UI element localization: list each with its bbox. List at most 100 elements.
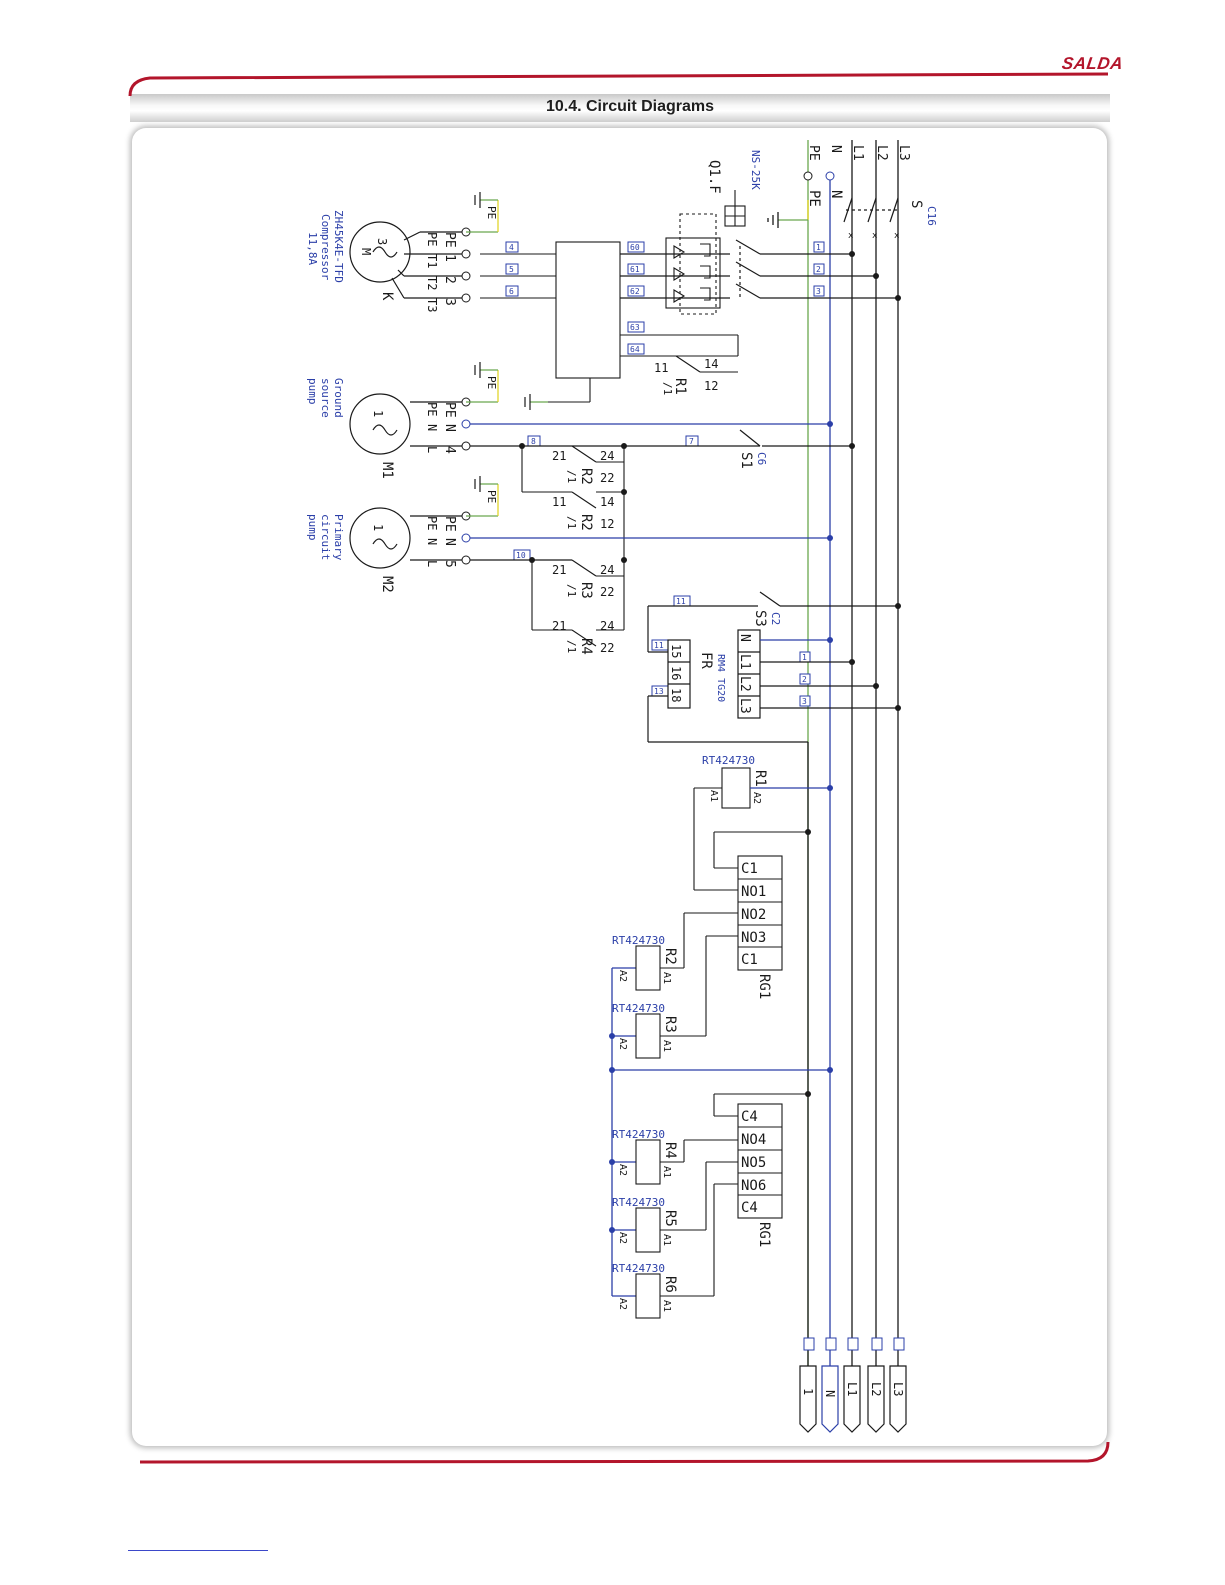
section-header-band [130,94,1110,122]
wire-11a: 11 [676,597,686,606]
r4-a1: A1 [661,1166,672,1178]
m1-n: N [442,424,457,432]
m1-earth-label: PE [485,376,498,389]
r2b-name: R2 [578,514,594,531]
rg1-bottom-no6: NO6 [741,1178,766,1194]
wire-4: 4 [509,243,514,252]
r1-a2: A2 [751,792,762,804]
r4-name: R4 [662,1142,678,1159]
wire-13: 13 [654,687,664,696]
compressor-current: 11,8A [306,232,319,265]
r4-contact-name: R4 [578,638,594,655]
m1-ref: M1 [379,462,395,479]
s3-rating: C2 [769,612,782,625]
supply-labels: PE N L1 L2 L3 [806,145,911,161]
compressor-earth-label: PE [485,206,498,219]
n-terminal [825,171,835,181]
breaker-s-rating: C16 [925,206,938,226]
compressor-term-t3: T3 [425,298,439,312]
m1-term-pe: PE [425,402,439,416]
m2-pe: PE [442,516,457,532]
m1-term-l: L [425,446,439,453]
s3-name: S3 [752,610,768,627]
supply-n-label: N [828,145,843,153]
output-l1: L1 [845,1382,859,1396]
m1-desc-2: source [319,378,332,418]
m2-n: N [442,538,457,546]
q1f-name: Q1.F [706,160,722,194]
compressor-num-3: 3 [442,298,457,306]
r2b-c12: 12 [600,517,614,531]
r4-model: RT424730 [612,1128,665,1141]
compressor-num-2: 2 [442,276,457,284]
rg1-top-no3: NO3 [741,930,766,946]
rg1-bottom [660,1093,808,1297]
r1-coil [693,767,808,891]
r3-c22: 22 [600,585,614,599]
rg1-bottom-c4a: C4 [741,1109,758,1125]
fr-c18: 18 [669,688,683,702]
bus-lines [807,140,899,1380]
rg1-top-no1: NO1 [741,884,766,900]
main-breaker-s: x x x [843,197,900,241]
r4-a2: A2 [617,1164,628,1176]
r2b-c11: 11 [552,495,566,509]
r6-a1: A1 [661,1300,672,1312]
r2-a1: A1 [661,972,672,984]
fr-c16: 16 [669,666,683,680]
r3-a2: A2 [617,1038,628,1050]
supply-l1-label: L1 [850,145,865,161]
compressor-earth [466,192,499,233]
r1-a1: A1 [708,790,719,802]
r5-model: RT424730 [612,1196,665,1209]
s1-name: S1 [738,452,754,469]
wire-10: 10 [516,551,526,560]
svg-text:x: x [894,231,900,241]
wire-61: 61 [630,265,640,274]
compressor-motor [349,221,466,299]
r3-c24: 24 [600,563,614,577]
m2-term-pe: PE [425,516,439,530]
r2b-c14: 14 [600,495,614,509]
compressor-phase: 3 [375,238,389,245]
r2a-sub: /1 [565,470,578,483]
a1-module [480,241,739,403]
r3-sub: /1 [565,584,578,597]
m2-term-n: N [425,538,439,545]
compressor-term-t2: T2 [425,276,439,290]
r6-name: R6 [662,1276,678,1293]
output-l2: L2 [869,1382,883,1396]
r1-name: R1 [752,770,768,787]
r6-model: RT424730 [612,1262,665,1275]
n-terminal-label: N [828,190,844,198]
wire-2: 2 [816,265,821,274]
r2-contacts [521,445,625,560]
r2-name: R2 [662,948,678,965]
section-title: 10.4. Circuit Diagrams [545,98,715,115]
compressor-symbol: M [359,248,373,255]
wire-8: 8 [531,437,536,446]
m2-earth-label: PE [485,490,498,503]
r1-c11: 11 [654,361,668,375]
breaker-s-name: S [908,200,924,208]
r2-model: RT424730 [612,934,665,947]
wire-1: 1 [816,243,821,252]
rg1-bottom-no5: NO5 [741,1155,766,1171]
rg1-bottom-no4: NO4 [741,1132,766,1148]
rg1-top [660,855,783,1037]
r1-contact-name: R1 [672,378,688,395]
r3-c21: 21 [552,563,566,577]
compressor-num-1: 1 [442,254,457,262]
m1-pump [349,393,760,455]
footer-link-line [128,1550,268,1551]
svg-text:x: x [872,231,878,241]
r4-c22: 22 [600,641,614,655]
compressor-term-t1: T1 [425,254,439,268]
pe-terminal-label: PE [806,190,822,207]
fr-l3: L3 [737,698,752,714]
r5-name: R5 [662,1210,678,1227]
m1-phase: 1 [371,410,385,417]
r2a-c21: 21 [552,449,566,463]
r3-r4-contacts [531,559,625,647]
